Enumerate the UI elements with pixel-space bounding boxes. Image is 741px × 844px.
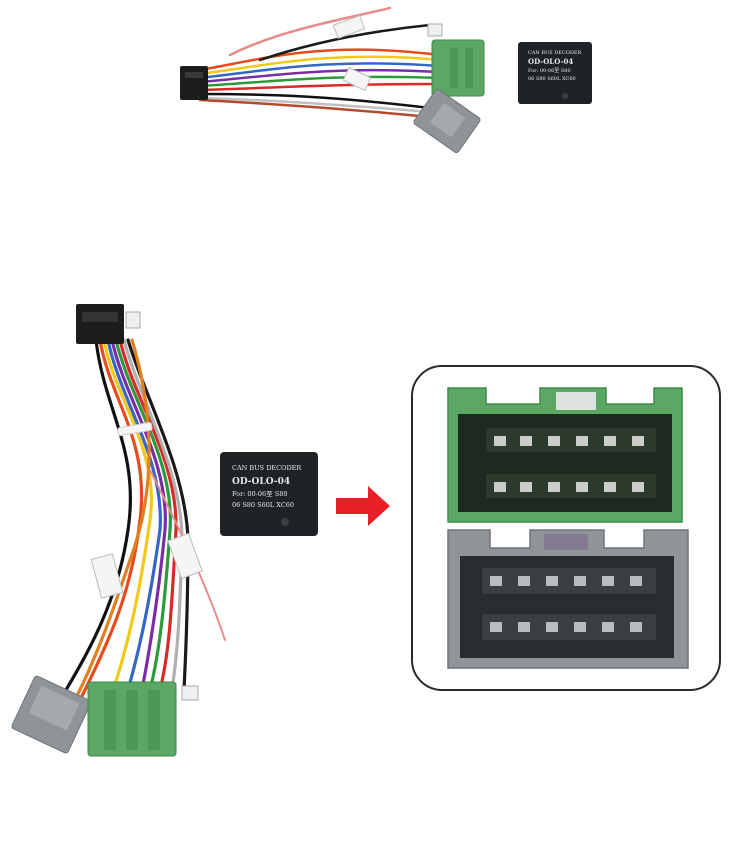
decoder-main-line3: For: 00-06至 S80: [232, 490, 287, 498]
decoder-main-model: OD-OLO-04: [232, 477, 290, 487]
decoder-top-line1: CAN BUS DECODER: [528, 50, 582, 56]
main-harness: [11, 304, 226, 757]
decoder-top-line3: For: 00-06至 S80: [528, 68, 571, 74]
decoder-box-main: CAN BUS DECODER OD-OLO-04 For: 00-06至 S8…: [220, 452, 318, 536]
decoder-main-line1: CAN BUS DECODER: [232, 464, 302, 472]
top-harness: [180, 6, 485, 154]
connector-closeup-frame: [411, 365, 721, 691]
decoder-main-line4: 06 S80 S60L XC60: [232, 501, 294, 509]
red-arrow-icon: [336, 486, 390, 526]
decoder-box-top: CAN BUS DECODER OD-OLO-04 For: 00-06至 S8…: [518, 42, 592, 104]
decoder-top-line4: 06 S80 S60L XC60: [528, 76, 576, 82]
green-connector-closeup: [447, 387, 683, 523]
decoder-top-model: OD-OLO-04: [528, 57, 573, 66]
grey-connector-closeup: [447, 529, 689, 669]
